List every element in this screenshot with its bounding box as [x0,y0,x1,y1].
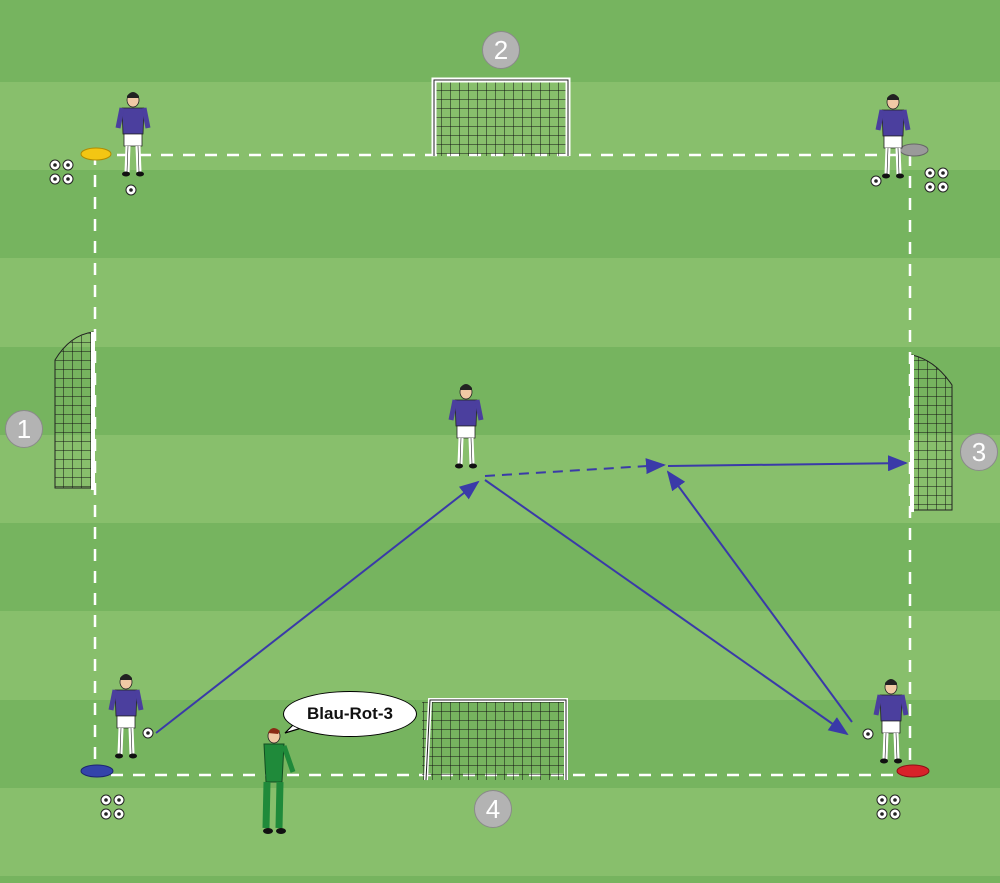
goal-bottom [422,698,568,781]
cone-blue [80,764,114,778]
goal-left [54,331,95,490]
ball [870,175,882,187]
cone-grey [899,143,929,157]
station-label-2: 2 [482,31,520,69]
goal-top [431,77,571,156]
pass-arrow-2 [484,479,849,736]
coach-speech-bubble: Blau-Rot-3 [283,691,417,737]
station-label-1: 1 [5,410,43,448]
pass-arrows [155,455,908,736]
run-arrow-dashed [484,458,666,477]
goal-right [910,354,953,512]
station-label-3: 3 [960,433,998,471]
cone-red [896,764,930,778]
ball [142,727,154,739]
pass-arrow-1 [155,480,480,734]
cone-yellow [80,147,112,161]
pass-arrow-3 [666,470,853,723]
ball [125,184,137,196]
station-label-4: 4 [474,790,512,828]
ball [862,728,874,740]
coach [262,727,296,834]
shot-arrow [667,455,908,472]
